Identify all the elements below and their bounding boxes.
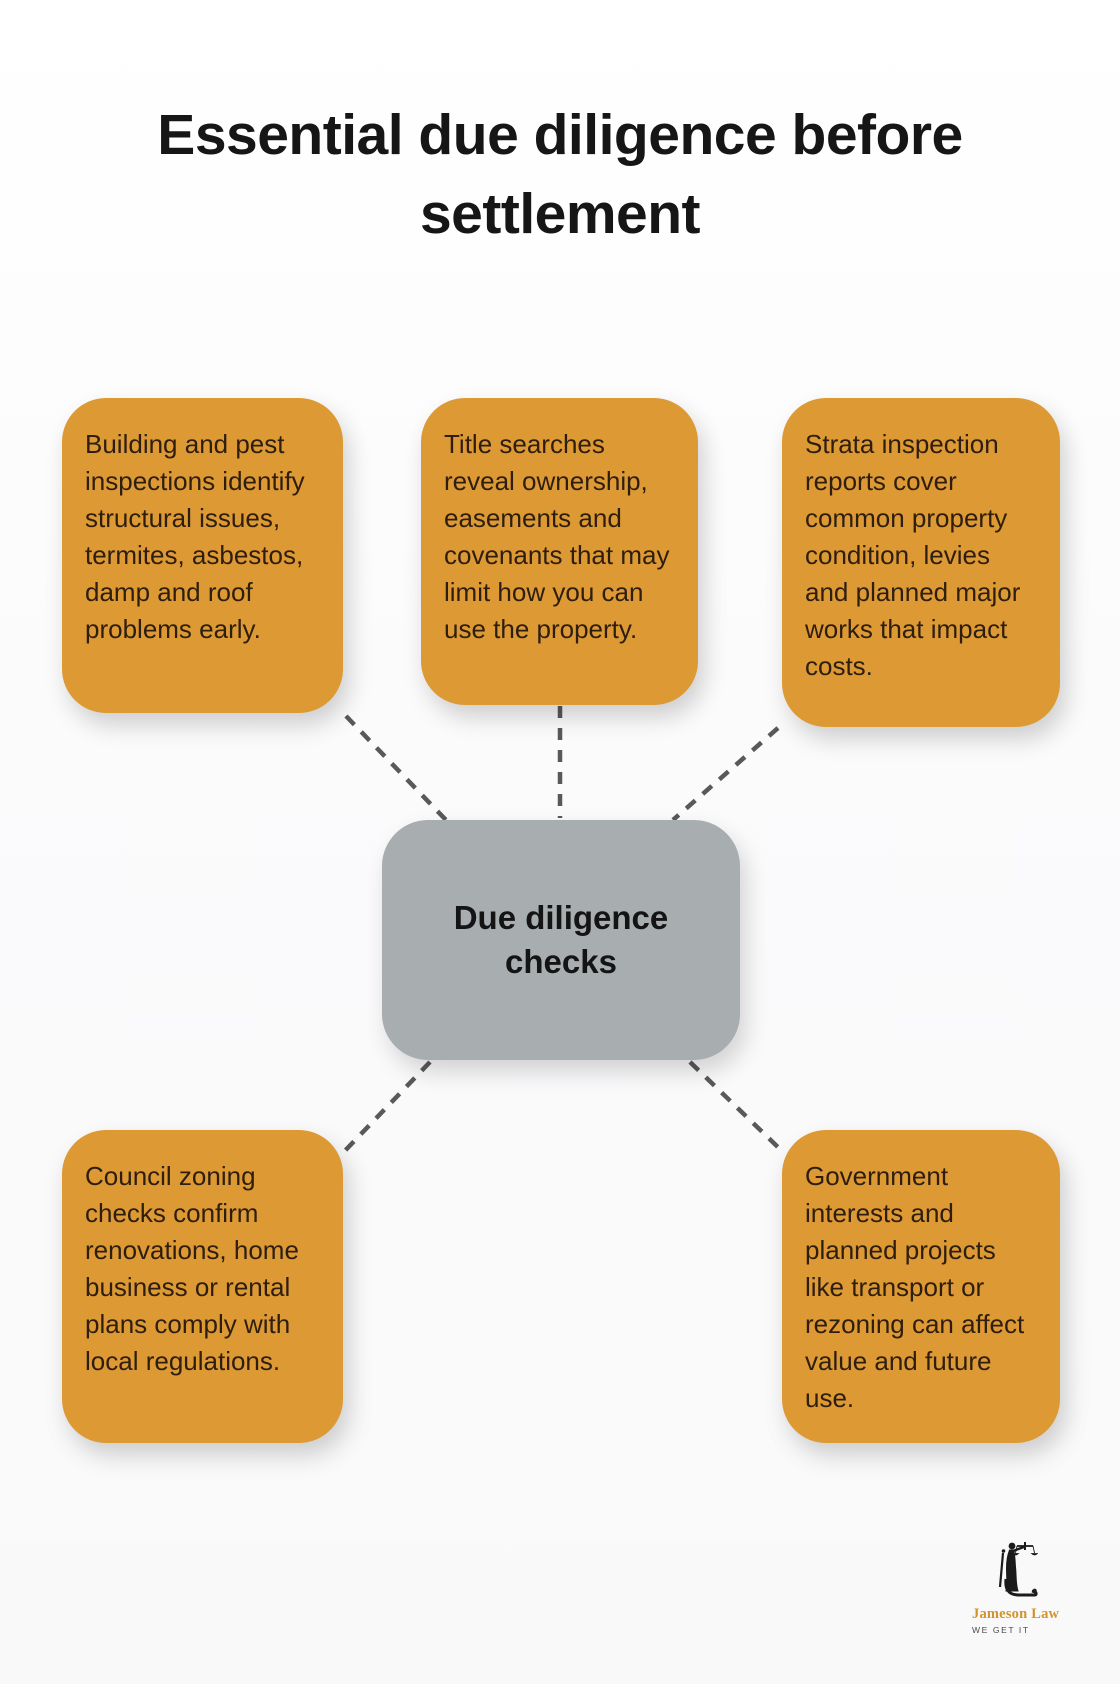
card-building-pest-inspections: Building and pest inspections identify s… [62, 398, 343, 713]
card-strata-inspection: Strata inspection reports cover common p… [782, 398, 1060, 727]
card-council-zoning: Council zoning checks confirm renovation… [62, 1130, 343, 1443]
connector-strata [671, 726, 780, 822]
logo-tagline: WE GET IT [972, 1625, 1030, 1635]
page-title: Essential due diligence before settlemen… [157, 103, 963, 246]
card-government-interests: Government interests and planned project… [782, 1130, 1060, 1443]
card-title-searches-text: Title searches reveal ownership, easemen… [444, 429, 670, 644]
card-title-searches: Title searches reveal ownership, easemen… [421, 398, 698, 705]
card-building-pest-text: Building and pest inspections identify s… [85, 429, 305, 644]
connector-government [688, 1060, 785, 1154]
card-council-zoning-text: Council zoning checks confirm renovation… [85, 1161, 299, 1376]
central-node: Due diligence checks [382, 820, 740, 1060]
logo-wordmark: Jameson Law [972, 1606, 1060, 1622]
central-node-label: Due diligence checks [453, 899, 669, 980]
card-strata-inspection-text: Strata inspection reports cover common p… [805, 429, 1021, 681]
jameson-law-logo: Jameson Law WE GET IT [972, 1541, 1064, 1635]
lady-justice-icon [998, 1542, 1039, 1597]
card-government-interests-text: Government interests and planned project… [805, 1161, 1025, 1413]
connector-building-pest [344, 714, 448, 822]
connector-council-zoning [336, 1060, 432, 1160]
